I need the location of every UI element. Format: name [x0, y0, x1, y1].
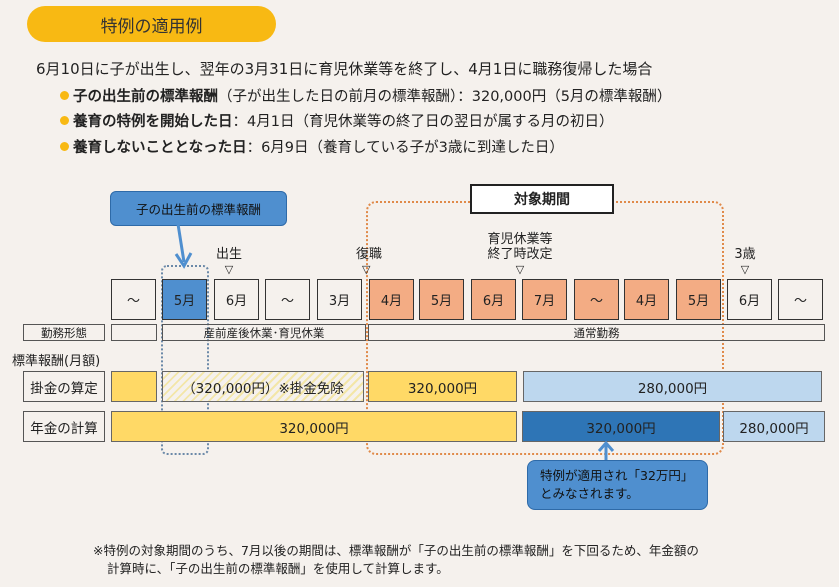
bullet-item: 養育の特例を開始した日 ：4月1日（育児休業等の終了日の翌日が属する月の初日）	[60, 110, 613, 131]
month-cell-target: 4月	[369, 279, 414, 320]
bullet-label: 養育の特例を開始した日	[73, 114, 233, 130]
pension-bar-after: 280,000円	[723, 411, 825, 442]
month-cell-target: 7月	[522, 279, 567, 320]
return-label: 復職	[355, 247, 382, 262]
month-cell-target: 6月	[471, 279, 516, 320]
work-style-normal: 通常勤務	[368, 324, 825, 341]
triangle-down-icon: ▽	[224, 263, 234, 276]
callout-line-1: 特例が適用され「32万円」	[540, 468, 694, 483]
bullet-item: 養育しないこととなった日 ：6月9日（養育している子が3歳に到達した日）	[60, 136, 564, 157]
revision-label-1: 育児休業等	[487, 232, 553, 247]
special-applied-callout: 特例が適用され「32万円」 とみなされます。	[527, 460, 708, 510]
pension-bar-base: 320,000円	[111, 411, 517, 442]
arrow-down-icon	[174, 224, 193, 269]
triangle-down-icon: ▽	[740, 263, 750, 276]
month-cell-selected: 5月	[162, 279, 207, 320]
bullet-dot-icon	[60, 142, 69, 151]
month-cell: ～	[111, 279, 156, 320]
month-cell: ～	[265, 279, 310, 320]
intro-text: 6月10日に子が出生し、翌年の3月31日に育児休業等を終了し、4月1日に職務復帰…	[36, 60, 653, 78]
age3-label: 3歳	[734, 247, 756, 262]
target-period-label: 対象期間	[470, 184, 614, 214]
bullet-item: 子の出生前の標準報酬 （子が出生した日の前月の標準報酬）：320,000円（5月…	[60, 85, 671, 106]
bullet-text: ：4月1日（育児休業等の終了日の翌日が属する月の初日）	[232, 114, 614, 130]
bullet-dot-icon	[60, 116, 69, 125]
triangle-down-icon: ▽	[515, 263, 525, 276]
age3-marker: 3歳 ▽	[730, 247, 760, 277]
month-cell-target: ～	[574, 279, 619, 320]
triangle-down-icon: ▽	[362, 263, 371, 276]
pension-bar-special: 320,000円	[522, 411, 720, 442]
bullet-label: 養育しないこととなった日	[73, 140, 247, 156]
pre-birth-pay-callout: 子の出生前の標準報酬	[110, 191, 287, 226]
arrow-up-icon	[597, 440, 615, 462]
callout-line-2: とみなされます。	[540, 486, 639, 501]
month-cell: 6月	[727, 279, 772, 320]
bullet-text: （子が出生した日の前月の標準報酬）：320,000円（5月の標準報酬）	[218, 89, 672, 105]
footnote: ※特例の対象期間のうち、7月以後の期間は、標準報酬が「子の出生前の標準報酬」を下…	[93, 542, 699, 578]
month-cell-target: 5月	[676, 279, 721, 320]
premium-row-label: 掛金の算定	[23, 371, 105, 402]
revision-marker: 育児休業等 終了時改定 ▽	[476, 232, 564, 277]
month-cell: 3月	[317, 279, 362, 320]
title-pill: 特例の適用例	[27, 6, 276, 42]
premium-bar-return: 320,000円	[368, 371, 517, 402]
work-style-leave: 産前産後休業･育児休業	[162, 324, 366, 341]
bullet-label: 子の出生前の標準報酬	[73, 89, 218, 105]
work-style-label: 勤務形態	[23, 324, 105, 341]
page-title: 特例の適用例	[100, 16, 203, 37]
premium-bar-exempt: （320,000円）※掛金免除	[162, 371, 364, 402]
bullet-text: ：6月9日（養育している子が3歳に到達した日）	[246, 140, 564, 156]
pension-row-label: 年金の計算	[23, 411, 105, 442]
standard-pay-label: 標準報酬(月額)	[12, 354, 101, 369]
bullet-dot-icon	[60, 91, 69, 100]
birth-label: 出生	[215, 247, 242, 262]
premium-bar-revised: 280,000円	[523, 371, 822, 402]
footnote-line-1: ※特例の対象期間のうち、7月以後の期間は、標準報酬が「子の出生前の標準報酬」を下…	[93, 543, 699, 558]
work-style-empty	[111, 324, 157, 341]
month-cell-target: 5月	[419, 279, 464, 320]
revision-label-2: 終了時改定	[487, 247, 553, 262]
footnote-line-2: 計算時に、「子の出生前の標準報酬」を使用して計算します。	[107, 561, 449, 576]
return-marker: 復職 ▽	[352, 247, 386, 277]
month-cell: ～	[778, 279, 823, 320]
birth-marker: 出生 ▽	[212, 247, 246, 277]
month-cell: 6月	[214, 279, 259, 320]
month-cell-target: 4月	[624, 279, 669, 320]
premium-bar-pre	[111, 371, 157, 402]
